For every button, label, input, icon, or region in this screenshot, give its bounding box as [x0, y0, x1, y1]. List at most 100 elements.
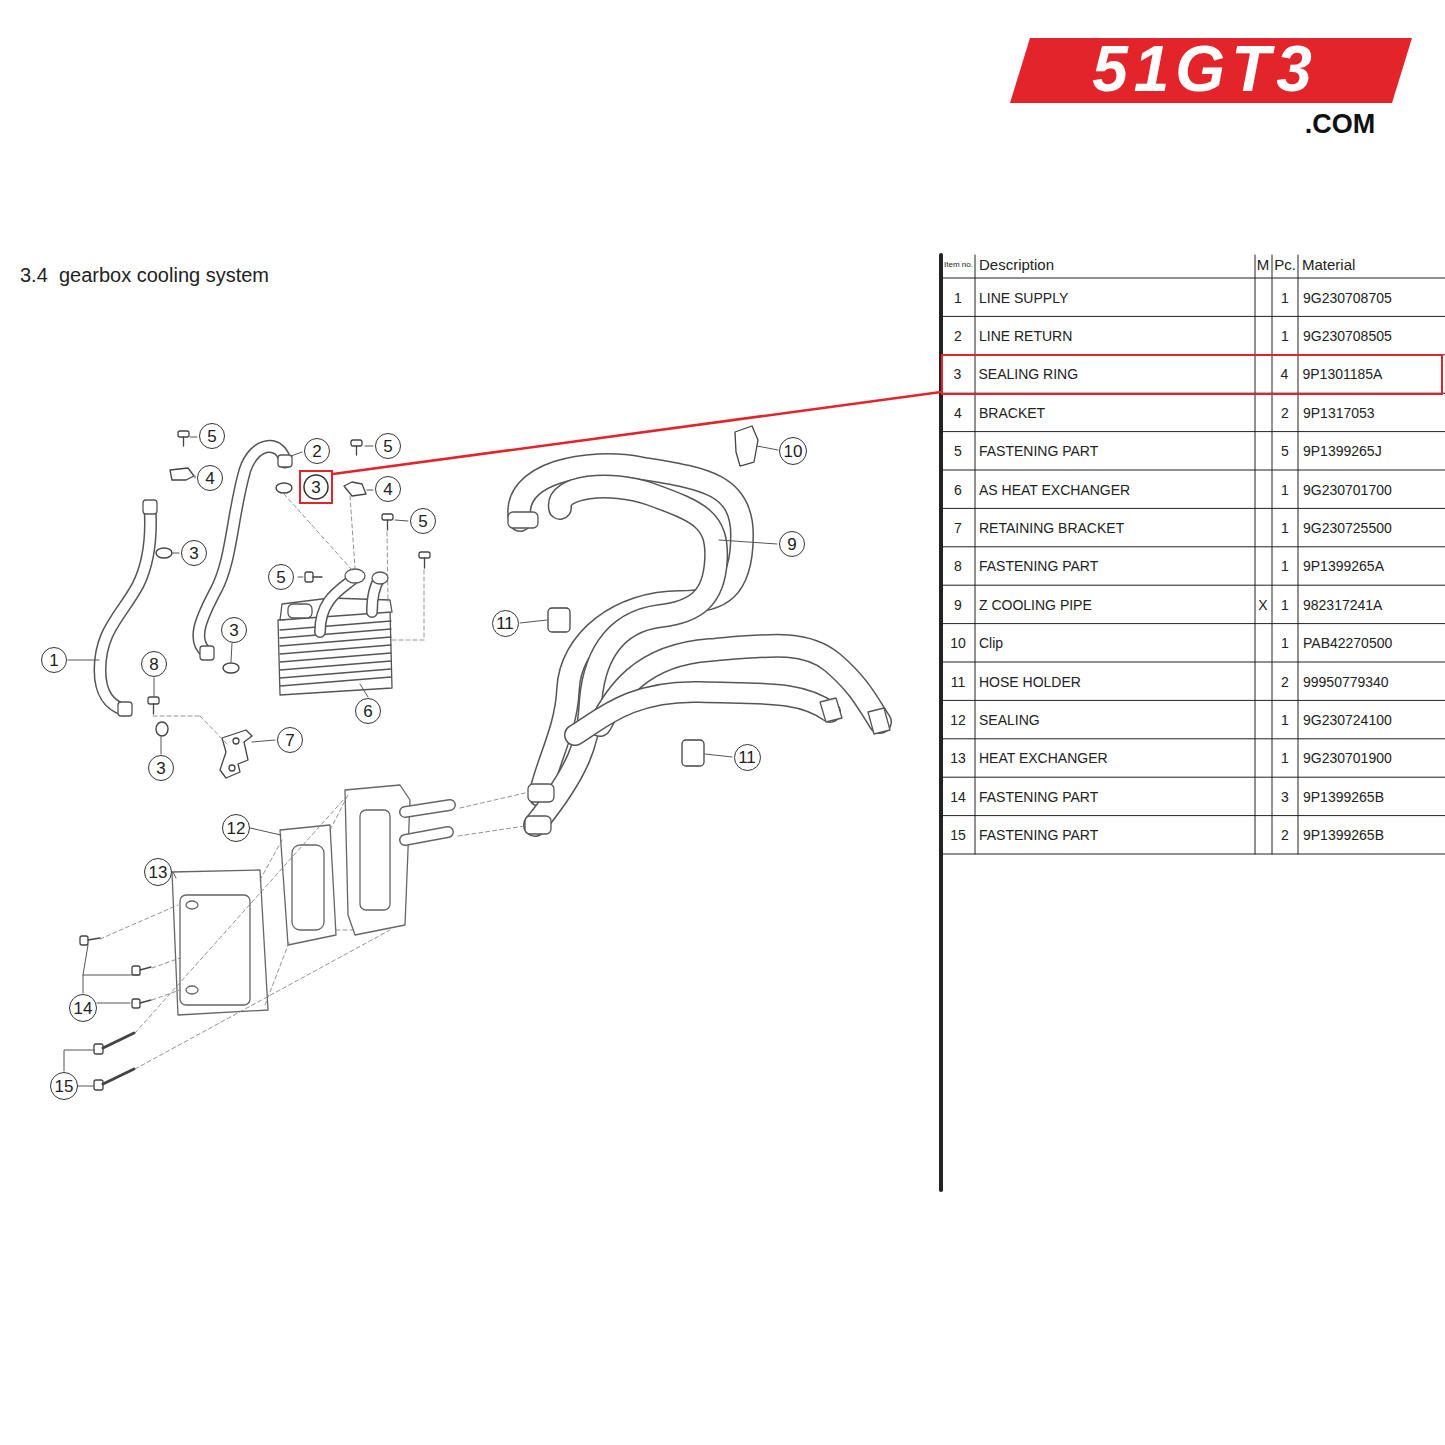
- part-number: 9P1301185A: [1303, 366, 1383, 382]
- gearbox-heat-exchanger: [278, 569, 392, 695]
- callout-number-text: 7: [285, 732, 294, 749]
- callout-number-text: 8: [149, 656, 158, 673]
- callout-number-text: 1: [49, 652, 58, 669]
- part-description: BRACKET: [979, 405, 1045, 421]
- quantity: 2: [1281, 673, 1289, 689]
- callout-number-text: 5: [276, 569, 285, 586]
- part-description: LINE SUPPLY: [979, 289, 1068, 305]
- table-header: M: [1257, 256, 1270, 273]
- part-description: FASTENING PART: [979, 789, 1098, 805]
- part-description: Z COOLING PIPE: [979, 597, 1092, 613]
- mark-cell: X: [1258, 597, 1267, 613]
- table-grid: [941, 255, 1445, 1190]
- part-description: LINE RETURN: [979, 328, 1072, 344]
- clip-and-holders: [548, 426, 758, 766]
- part-number: PAB42270500: [1303, 635, 1392, 651]
- quantity: 1: [1281, 289, 1289, 305]
- quantity: 1: [1281, 597, 1289, 613]
- callout-number: 10: [779, 437, 807, 465]
- item-number: 15: [950, 827, 966, 843]
- callout-number-text: 9: [787, 536, 796, 553]
- item-number: 7: [954, 520, 962, 536]
- callout-number: 9: [779, 531, 805, 557]
- callout-number-text: 3: [229, 622, 238, 639]
- callout-number-text: 5: [383, 438, 392, 455]
- callout-number-text: 14: [74, 1000, 93, 1017]
- callout-number-text: 10: [784, 443, 803, 460]
- callout-number-text: 11: [738, 749, 756, 766]
- logo-domain: .COM: [1305, 109, 1376, 140]
- part-number: 9G230701900: [1303, 750, 1392, 766]
- table-header: Description: [979, 256, 1054, 273]
- quantity: 1: [1281, 712, 1289, 728]
- part-number: 9P1399265A: [1303, 558, 1384, 574]
- item-number: 14: [950, 789, 966, 805]
- part-number: 9G230708505: [1303, 328, 1392, 344]
- assembly-lines: [100, 494, 525, 1069]
- part-number: 9G230701700: [1303, 481, 1392, 497]
- callout-number: 15: [50, 1072, 78, 1100]
- line-supply: [100, 500, 157, 716]
- part-description: FASTENING PART: [979, 558, 1098, 574]
- callout-number: 8: [141, 651, 167, 677]
- item-number: 1: [954, 289, 962, 305]
- sealing-rings: [156, 483, 292, 736]
- part-number: 9G230708705: [1303, 289, 1392, 305]
- callout-number: 2: [304, 438, 330, 464]
- z-cooling-pipe: [508, 465, 890, 834]
- callout-number: 12: [222, 814, 250, 842]
- quantity: 1: [1281, 750, 1289, 766]
- quantity: 2: [1281, 405, 1289, 421]
- part-description: HEAT EXCHANGER: [979, 750, 1108, 766]
- quantity: 1: [1281, 481, 1289, 497]
- part-description: AS HEAT EXCHANGER: [979, 481, 1130, 497]
- item-number: 2: [954, 328, 962, 344]
- callout-number: 11: [492, 610, 519, 637]
- highlighted-table-row: 3SEALING RING49P1301185A: [941, 354, 1443, 395]
- part-number: 9P1399265B: [1303, 827, 1384, 843]
- quantity: 4: [1281, 366, 1289, 382]
- leader-lines: [64, 437, 778, 1086]
- callout-number: 4: [375, 476, 401, 502]
- part-number: 9P1399265J: [1303, 443, 1382, 459]
- item-number: 9: [954, 597, 962, 613]
- callout-number-text: 6: [363, 703, 372, 720]
- callout-number: 3: [221, 617, 247, 643]
- part-description: FASTENING PART: [979, 827, 1098, 843]
- callout-number: 5: [375, 433, 401, 459]
- screws: [178, 431, 430, 582]
- callout-number-text: 3: [156, 760, 165, 777]
- table-header: Item no.: [944, 260, 973, 269]
- item-number: 13: [950, 750, 966, 766]
- quantity: 1: [1281, 520, 1289, 536]
- callout-number-text: 11: [496, 615, 514, 632]
- callout-number: 5: [199, 423, 225, 449]
- item-number: 12: [950, 712, 966, 728]
- item-number: 6: [954, 481, 962, 497]
- callout-number-text: 3: [311, 479, 320, 496]
- part-number: 9G230724100: [1303, 712, 1392, 728]
- quantity: 1: [1281, 558, 1289, 574]
- part-number: 9G230725500: [1303, 520, 1392, 536]
- callout-number-text: 5: [207, 428, 216, 445]
- callout-number: 7: [277, 727, 303, 753]
- callout-number: 11: [734, 744, 761, 771]
- table-header: Pc.: [1274, 256, 1296, 273]
- callout-number: 1: [41, 647, 67, 673]
- highlighted-callout: 3: [299, 470, 333, 504]
- logo-text: 51GT3: [1092, 33, 1318, 107]
- callout-number: 6: [355, 698, 381, 724]
- fastener-and-retaining-bracket: [148, 697, 252, 778]
- quantity: 5: [1281, 443, 1289, 459]
- table-header: Material: [1302, 256, 1355, 273]
- callout-number: 14: [69, 994, 97, 1022]
- item-number: 8: [954, 558, 962, 574]
- item-number: 4: [954, 405, 962, 421]
- callout-number-text: 3: [189, 545, 198, 562]
- callout-number: 5: [268, 564, 294, 590]
- part-description: FASTENING PART: [979, 443, 1098, 459]
- part-number: 99950779340: [1303, 673, 1389, 689]
- part-description: SEALING RING: [979, 366, 1079, 382]
